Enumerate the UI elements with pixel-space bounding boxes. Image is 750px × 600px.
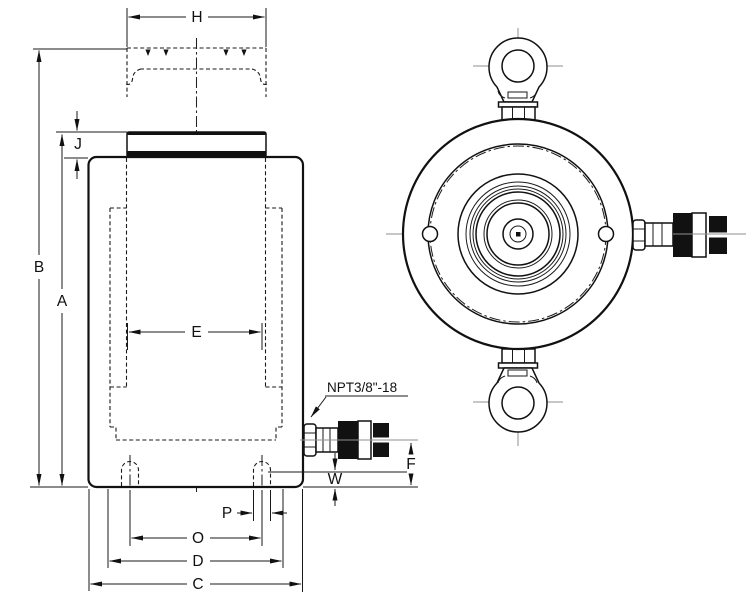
dim-label-h: H — [191, 9, 202, 26]
port-label: NPT3/8"-18 — [327, 380, 397, 395]
dim-label-a: A — [57, 293, 68, 310]
dim-label-c: C — [192, 576, 203, 593]
oil-port-coupler-plan — [632, 212, 746, 258]
dim-label-f: F — [406, 456, 415, 473]
port-leader-line — [310, 396, 327, 418]
dim-label-p: P — [222, 505, 232, 522]
dim-label-b: B — [34, 259, 44, 276]
dim-label-j: J — [74, 136, 82, 153]
top-view — [386, 28, 746, 446]
port-label-group: NPT3/8"-18 — [310, 380, 408, 418]
dimension-lines: H J B A E — [30, 8, 418, 593]
cylinder-plan-circles — [401, 117, 635, 351]
dim-label-d: D — [192, 553, 203, 570]
flange-hole-right — [597, 225, 615, 243]
oil-port-coupler-front — [300, 420, 418, 460]
eye-bolt-bottom — [488, 348, 548, 433]
front-view: NPT3/8"-18 H J B — [30, 8, 418, 593]
eye-bolt-top — [488, 37, 548, 122]
dim-label-e: E — [191, 324, 201, 341]
cylinder-body — [87, 155, 305, 489]
dim-label-w: W — [328, 471, 343, 488]
base-mounting-holes — [120, 455, 272, 486]
center-hole — [516, 232, 521, 237]
saddle-serration-marks — [145, 49, 247, 56]
plunger-cap — [126, 131, 267, 158]
dim-label-o: O — [192, 530, 204, 547]
flange-hole-left — [421, 225, 439, 243]
saddle-dashed-outline — [125, 47, 268, 97]
internal-bore-dashed — [109, 158, 283, 441]
